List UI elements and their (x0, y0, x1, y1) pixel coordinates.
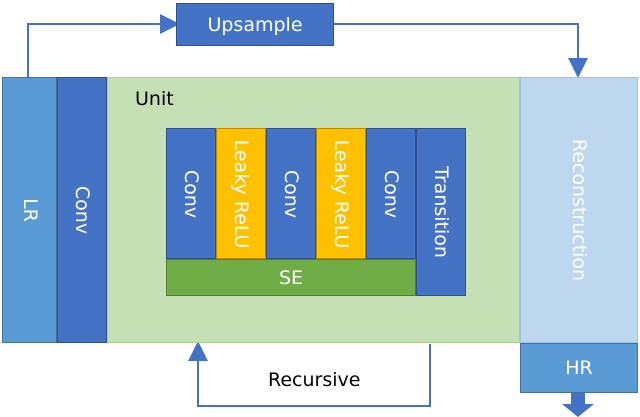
leaky-relu1-block: Leaky ReLU (216, 128, 266, 259)
reconstruction-block: Reconstruction (520, 77, 638, 343)
hr-output-arrow-head (562, 404, 594, 417)
arrow-recursive-loop (188, 341, 431, 407)
upsample-label: Upsample (207, 13, 303, 36)
reconstruction-label: Reconstruction (568, 138, 590, 282)
conv3-block: Conv (366, 128, 416, 259)
transition-block: Transition (416, 128, 466, 296)
lr-block: LR (2, 77, 57, 343)
lr-label: LR (18, 198, 41, 222)
arrow-upsample-to-reconstruction (334, 23, 588, 78)
leaky-relu2-label: Leaky ReLU (330, 139, 352, 248)
conv1-label: Conv (180, 169, 202, 218)
se-block: SE (166, 259, 416, 296)
hr-block: HR (520, 343, 638, 393)
se-label: SE (278, 266, 304, 289)
conv-input-label: Conv (71, 185, 93, 235)
arrow-lr-to-upsample (27, 14, 180, 77)
transition-label: Transition (430, 166, 452, 258)
conv-input-block: Conv (57, 77, 107, 343)
hr-label: HR (565, 357, 593, 379)
upsample-block: Upsample (176, 3, 334, 46)
hr-output-arrow-shaft (571, 393, 585, 405)
conv1-block: Conv (166, 128, 216, 259)
leaky-relu2-block: Leaky ReLU (316, 128, 366, 259)
conv2-label: Conv (280, 169, 302, 218)
conv3-label: Conv (380, 169, 402, 218)
leaky-relu1-label: Leaky ReLU (230, 139, 252, 248)
unit-label: Unit (135, 88, 174, 110)
conv2-block: Conv (266, 128, 316, 259)
recursive-label: Recursive (268, 369, 361, 391)
